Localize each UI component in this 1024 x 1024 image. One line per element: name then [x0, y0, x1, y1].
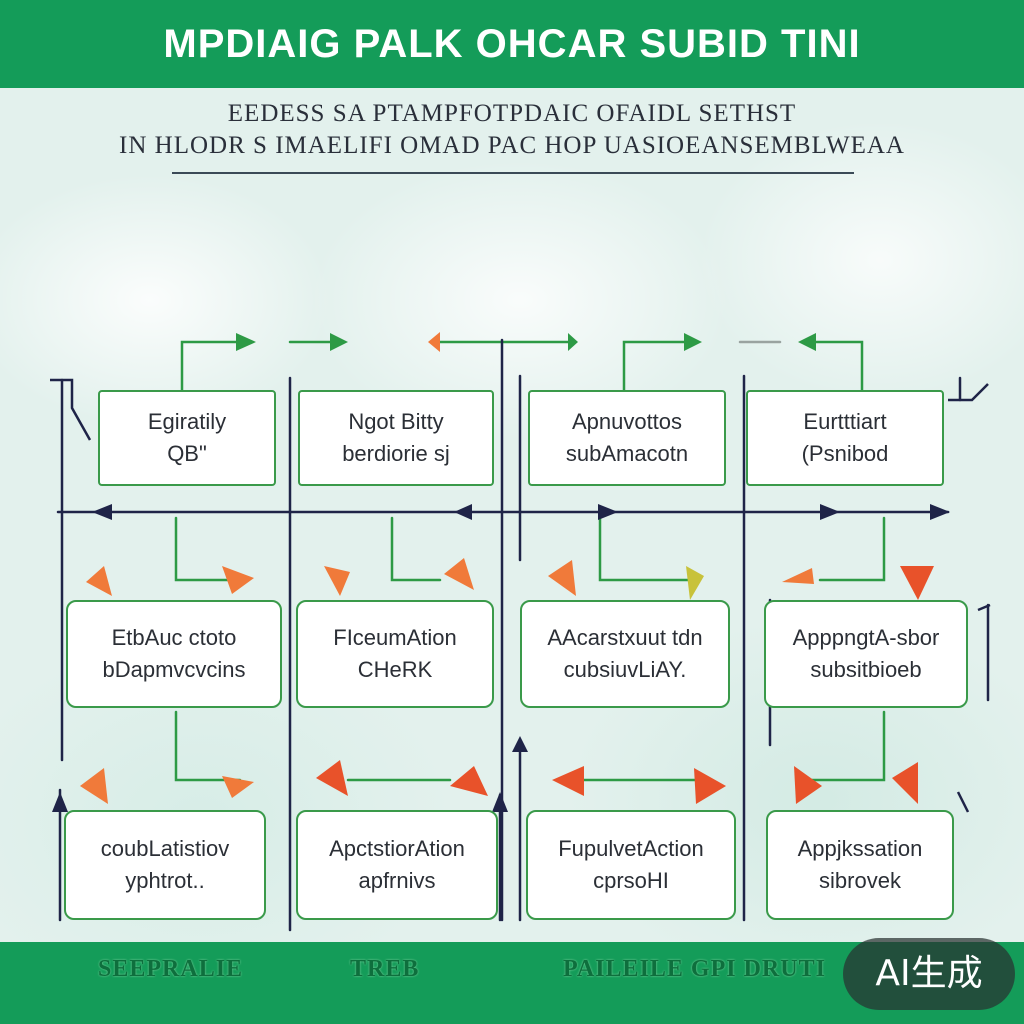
orange-arrowhead: [80, 768, 108, 804]
process-box-line: cubsiuvLiAY.: [563, 657, 687, 682]
green-arrowhead: [798, 333, 816, 351]
orange-arrowhead: [686, 566, 704, 600]
orange-arrowhead: [444, 558, 474, 590]
green-arrowhead: [236, 333, 256, 351]
top-green-connector: [180, 340, 252, 394]
process-box-line: EtbAuc ctoto: [111, 625, 237, 650]
row-green-connector: [390, 516, 442, 582]
navy-arrowhead: [512, 736, 528, 752]
process-box-line: Appjkssation: [797, 836, 923, 861]
orange-arrowhead: [86, 566, 112, 596]
process-box-line: FIceumAtion: [333, 625, 457, 650]
process-box-line: sibrovek: [819, 868, 901, 893]
row-green-connector: [818, 516, 886, 582]
process-box: ApctstiorAtion apfrnivs: [296, 810, 498, 920]
navy-arrowhead: [454, 504, 472, 520]
process-box-line: CHeRK: [357, 657, 433, 682]
green-arrowhead: [684, 333, 702, 351]
top-green-connector: [622, 340, 697, 394]
bracket-mark: [50, 378, 92, 441]
process-box: Eurtttiart (Psnibod: [746, 390, 944, 486]
process-box: FupulvetAction cprsoHI: [526, 810, 736, 920]
orange-arrowhead: [222, 566, 254, 594]
orange-arrowhead: [794, 766, 822, 804]
process-box-line: subsitbioeb: [810, 657, 922, 682]
ai-generated-badge: AI生成: [843, 938, 1015, 1010]
orange-arrowhead: [892, 762, 918, 804]
footer-text: TREB: [350, 956, 420, 982]
subtitle-line-2: IN HLODR S IMAELIFI OMAD PAC HOP UASIOEA…: [119, 132, 905, 159]
process-box: Ngot Bitty berdiorie sj: [298, 390, 494, 486]
navy-arrowhead: [492, 792, 508, 812]
process-box: AAcarstxuut tdn cubsiuvLiAY.: [520, 600, 730, 708]
process-box: coubLatistiov yphtrot..: [64, 810, 266, 920]
subtitle-divider: [172, 172, 854, 174]
process-box-line: Egiratily: [147, 409, 227, 434]
orange-arrowhead: [316, 760, 348, 796]
row-green-connector: [798, 710, 886, 782]
process-box: Apnuvottos subAmacotn: [528, 390, 726, 486]
process-box-line: Apnuvottos: [571, 409, 683, 434]
process-box-line: (Psnibod: [801, 441, 889, 466]
process-box-line: ApctstiorAtion: [329, 836, 465, 861]
orange-arrowhead: [548, 560, 576, 596]
process-box-line: subAmacotn: [565, 441, 689, 466]
process-box-line: Ngot Bitty: [348, 409, 444, 434]
process-box: FIceumAtion CHeRK: [296, 600, 494, 708]
process-box-line: ApppngtA-sbor: [792, 625, 940, 650]
process-box: Egiratily QB": [98, 390, 276, 486]
process-box-line: AAcarstxuut tdn: [547, 625, 703, 650]
navy-arrowhead: [930, 504, 950, 520]
process-box-line: cprsoHI: [593, 868, 669, 893]
footer-text: SEEPRALIE: [98, 956, 244, 982]
green-arrowhead: [568, 333, 578, 351]
row-green-connector: [598, 516, 692, 582]
process-box-line: berdiorie sj: [342, 441, 450, 466]
process-box: ApppngtA-sbor subsitbioeb: [764, 600, 968, 708]
flow-connectors: [50, 332, 991, 932]
diagram-title: MPDIAIG PALK OHCAR SUBID TINI: [163, 21, 861, 66]
process-box-line: Eurtttiart: [803, 409, 887, 434]
process-box: Appjkssation sibrovek: [766, 810, 954, 920]
orange-arrowhead: [428, 332, 440, 352]
orange-arrowhead: [694, 768, 726, 804]
orange-arrowhead: [552, 766, 584, 796]
row-green-connector: [174, 516, 242, 582]
navy-arrowhead: [92, 504, 112, 520]
navy-arrowhead: [820, 504, 840, 520]
orange-arrowhead: [782, 568, 814, 584]
orange-arrowhead: [900, 566, 934, 600]
process-box-line: bDapmvcvcins: [102, 657, 246, 682]
process-box-line: apfrnivs: [358, 868, 436, 893]
footer-text: PAILEILE GPI DRUTI: [563, 956, 826, 982]
process-box-line: FupulvetAction: [558, 836, 704, 861]
process-box-line: QB": [167, 441, 207, 466]
process-box: EtbAuc ctoto bDapmvcvcins: [66, 600, 282, 708]
subtitle-line-1: EEDESS SA PTAMPFOTPDAIC OFAIDL SETHST: [227, 100, 797, 127]
navy-arrowhead: [598, 504, 618, 520]
orange-arrowhead: [324, 566, 350, 596]
process-box-line: yphtrot..: [125, 868, 205, 893]
title-banner: MPDIAIG PALK OHCAR SUBID TINI: [0, 0, 1024, 88]
navy-arrowhead: [52, 792, 68, 812]
bracket-mark: [948, 383, 989, 402]
top-green-connector: [803, 340, 864, 394]
orange-arrowhead: [222, 776, 254, 798]
row-green-connector: [174, 710, 242, 782]
bracket-mark: [956, 791, 970, 813]
process-box-line: coubLatistiov: [100, 836, 230, 861]
bracket-mark: [977, 603, 991, 612]
orange-arrowhead: [450, 766, 488, 796]
green-arrowhead: [330, 333, 348, 351]
